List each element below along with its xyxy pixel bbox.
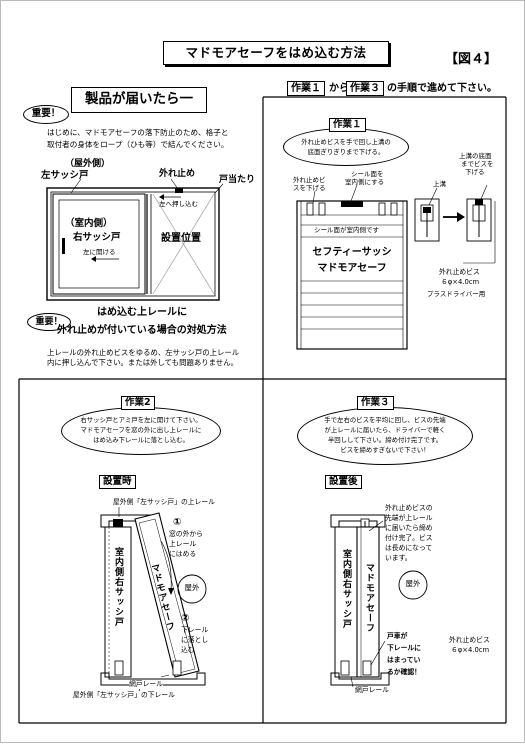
step3-wheel-line1: 戸車が bbox=[387, 632, 408, 640]
step3-product-vertical: マドモアセーフ bbox=[364, 563, 374, 633]
page-title: マドモアセーフをはめ込む方法 bbox=[185, 45, 367, 60]
step3-wheel-line2: 下レールに bbox=[387, 644, 421, 652]
step2-step-b-line3: 込む bbox=[181, 646, 195, 654]
step3-spec-line2: ６φ×4.0cm bbox=[451, 646, 490, 654]
step3-note-line1: 外れ止めビスの bbox=[385, 504, 433, 512]
step1-spec-line2: ６φ×4.0cm bbox=[441, 278, 480, 286]
step3-outdoor-circle: 屋外 bbox=[405, 579, 421, 588]
step1-spec-line3: プラスドライバー用 bbox=[427, 290, 486, 298]
door-stop-label: 戸当たり bbox=[219, 175, 256, 185]
arrival-heading-box: 製品が届いたら一 bbox=[71, 87, 207, 113]
step2-step-a-line1: 窓の外から bbox=[169, 530, 203, 538]
step3-note-line2: 先端が上レール bbox=[385, 514, 433, 522]
step2-step-b-num: ② bbox=[181, 613, 190, 624]
step3-bubble: 手で左右のビスを平均に回し、ビスの先端 が上レールに届いたら、ドライバーで軽く … bbox=[297, 407, 473, 465]
step2-screen-rail-label: 網戸レール bbox=[129, 680, 163, 689]
step1-seal-side-label: シール面が室内側です bbox=[313, 226, 380, 235]
step1-product-line2: マドモアセーフ bbox=[317, 263, 387, 274]
important-badge-2: 重要！ bbox=[27, 313, 71, 331]
left-sash-label: 左サッシ戸 bbox=[41, 170, 89, 181]
step1-tag: 作業１ bbox=[329, 118, 366, 133]
step2-indoor-sash-vertical: 室内側右サッシ戸 bbox=[113, 547, 123, 627]
step2-step-a-line2: 上レール bbox=[169, 540, 197, 548]
title-box: マドモアセーフをはめ込む方法 bbox=[163, 41, 389, 65]
step1-seal-label-line2: 室内側にする bbox=[345, 178, 385, 186]
important-badge-1: 重要！ bbox=[23, 105, 69, 124]
step3-wheel-line3: はまってい bbox=[387, 656, 421, 664]
instruction-tag-step3: 作業３ bbox=[346, 81, 384, 96]
step1-bottom-label-line3: 下げる bbox=[465, 168, 485, 176]
step1-spec-line1: 外れ止めビス bbox=[439, 268, 480, 276]
step1-screw-label-line2: スを下げる bbox=[293, 184, 326, 192]
stopper-body-line2: 内に押し込んで下さい。または外しても問題ありません。 bbox=[47, 358, 238, 367]
rope-note-line2: 取付者の身体をロープ（ひも等）で結んでください。 bbox=[47, 140, 229, 149]
step2-outdoor-circle: 屋外 bbox=[184, 583, 200, 592]
instruction-suffix: の手順で進めて下さい。 bbox=[387, 83, 497, 94]
step2-step-b-line1: 下レール bbox=[181, 626, 209, 634]
right-sash-label: 右サッシ戸 bbox=[73, 232, 121, 243]
step3-note-line4: 付け完了。ビス bbox=[385, 534, 433, 542]
step1-bottom-label-line1: 上溝の底面 bbox=[459, 152, 492, 160]
step3-screen-rail-label: 網戸レール bbox=[355, 686, 389, 694]
stopper-label: 外れ止め bbox=[159, 169, 196, 179]
step2-top-rail-label: 屋外側「左サッシ戸」の上レール bbox=[113, 498, 215, 506]
step3-indoor-sash-vertical: 室内側右サッシ戸 bbox=[341, 549, 351, 629]
step3-note-line6: います。 bbox=[385, 554, 412, 562]
stopper-heading-line2: 外れ止めが付いている場合の対処方法 bbox=[57, 325, 227, 336]
step3-note-line3: に届いたら締め bbox=[385, 524, 433, 532]
indoor-side-label: （室内側） bbox=[65, 218, 113, 229]
step1-screw-label-line1: 外れ止めビ bbox=[293, 176, 326, 184]
step1-seal-label-line1: シール面を bbox=[351, 170, 384, 178]
step3-spec-line1: 外れ止めビス bbox=[449, 636, 490, 644]
step1-product-line1: セフティーサッシ bbox=[312, 247, 392, 258]
stopper-heading-line1: はめ込む上レールに bbox=[97, 307, 187, 318]
rope-note-line1: はじめに、マドモアセーフの落下防止のため、格子と bbox=[47, 128, 229, 137]
step3-wheel-line4: るか確認！ bbox=[387, 668, 421, 676]
step2-sub-label: 設置時 bbox=[99, 475, 136, 490]
step3-note-line5: は長めになって bbox=[385, 544, 433, 552]
step1-bubble: 外れ止めビスを手で回し上溝の 底面ぎりぎりまで下げる。 bbox=[283, 128, 409, 166]
step1-upper-groove-label: 上溝 bbox=[433, 180, 446, 188]
install-position-label: 設置位置 bbox=[161, 233, 201, 244]
step3-sub-label: 設置後 bbox=[325, 475, 362, 490]
instruction-middle: から bbox=[329, 83, 349, 94]
step2-tag: 作業2 bbox=[121, 396, 155, 411]
instruction-tag-step1: 作業１ bbox=[287, 81, 325, 96]
step3-tag: 作業３ bbox=[357, 396, 394, 411]
open-left-label: 左に開ける bbox=[83, 248, 116, 256]
step2-bubble: 右サッシ戸とアミ戸を左に開けて下さい。 マドモアセーフを窓の外に出し上レールに … bbox=[61, 407, 221, 455]
figure-label: 【図４】 bbox=[445, 52, 498, 67]
outdoor-side-label: （屋外側） bbox=[65, 159, 111, 169]
step2-step-a-num: ① bbox=[173, 517, 182, 528]
step2-step-a-line3: にはめる bbox=[169, 550, 197, 558]
step1-bottom-label-line2: までビスを bbox=[461, 160, 494, 168]
arrival-heading: 製品が届いたら一 bbox=[85, 91, 193, 107]
stopper-body-line1: 上レールの外れ止めビスをゆるめ、左サッシ戸の上レール bbox=[47, 348, 240, 357]
step2-step-b-line2: に落とし bbox=[181, 636, 209, 644]
step2-bottom-rail-label: 屋外側「左サッシ戸」の下レール bbox=[73, 691, 175, 699]
push-left-label: 左へ押し込む bbox=[159, 200, 198, 208]
